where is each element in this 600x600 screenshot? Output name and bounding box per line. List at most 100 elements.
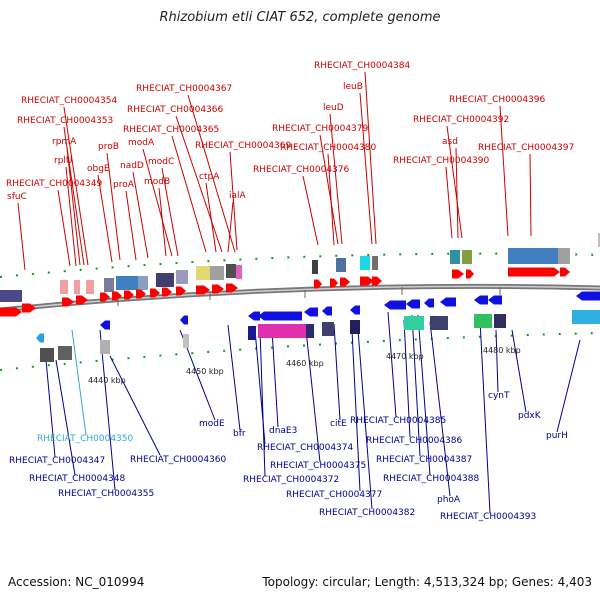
gene-arrow <box>0 307 22 317</box>
gene-label[interactable]: sfuC <box>7 192 27 202</box>
feature-box <box>372 256 378 270</box>
gene-arrow <box>150 288 160 298</box>
gene-label[interactable]: ctpA <box>199 172 220 182</box>
leader-line <box>125 190 137 261</box>
gene-label[interactable]: RHECIAT_CH0004367 <box>136 84 232 94</box>
gene-label[interactable]: RHECIAT_CH0004393 <box>440 512 536 522</box>
feature-box <box>430 316 448 330</box>
gene-label[interactable]: cynT <box>488 391 510 401</box>
gene-arrow <box>406 299 420 309</box>
gene-arrow <box>62 297 74 307</box>
gene-arrow <box>560 267 570 277</box>
gene-arrow <box>226 283 238 293</box>
gene-label[interactable]: modC <box>148 157 174 167</box>
leader-line <box>65 166 77 267</box>
gene-label[interactable]: phoA <box>437 495 461 505</box>
gene-label[interactable]: obgE <box>87 164 110 174</box>
leader-line <box>359 92 373 245</box>
gene-arrow <box>36 333 44 343</box>
leader-line <box>351 329 361 492</box>
gene-arrow <box>196 285 210 295</box>
feature-box <box>450 250 460 264</box>
leader-line <box>319 134 339 245</box>
gene-label[interactable]: asd <box>442 137 458 147</box>
gene-label[interactable]: RHECIAT_CH0004379 <box>272 124 369 134</box>
feature-box <box>258 324 306 338</box>
leader-line <box>479 319 491 514</box>
gene-label[interactable]: RHECIAT_CH0004382 <box>319 508 415 518</box>
gene-label[interactable]: RHECIAT_CH0004374 <box>257 443 354 453</box>
feature-box <box>196 266 210 280</box>
leader-line <box>229 151 238 251</box>
gene-label[interactable]: RHECIAT_CH0004387 <box>376 455 472 465</box>
gene-label[interactable]: RHECIAT_CH0004355 <box>58 489 154 499</box>
feature-box <box>116 276 138 290</box>
gene-label[interactable]: RHECIAT_CH0004392 <box>413 115 509 125</box>
feature-box <box>360 256 370 270</box>
gene-arrow <box>360 276 374 286</box>
gene-arrow <box>136 289 146 299</box>
gene-label[interactable]: proB <box>98 142 119 152</box>
gene-label[interactable]: RHECIAT_CH0004365 <box>123 125 219 135</box>
gene-arrow <box>340 277 350 287</box>
feature-box <box>248 326 256 340</box>
gene-label[interactable]: RHECIAT_CH0004347 <box>9 456 105 466</box>
gene-label[interactable]: RHECIAT_CH0004377 <box>286 490 382 500</box>
gene-label[interactable]: pdxK <box>518 411 542 421</box>
feature-box <box>226 264 236 278</box>
gene-label[interactable]: nadD <box>120 161 144 171</box>
gene-arrow <box>76 295 88 305</box>
gene-label[interactable]: RHECIAT_CH0004397 <box>478 143 574 153</box>
feature-box <box>0 290 22 302</box>
gene-label[interactable]: RHECIAT_CH0004360 <box>130 455 227 465</box>
gene-label[interactable]: RHECIAT_CH0004369 <box>195 141 292 151</box>
gene-label[interactable]: RHECIAT_CH0004386 <box>366 436 463 446</box>
gene-label[interactable]: RHECIAT_CH0004390 <box>393 156 490 166</box>
gene-label[interactable]: proA <box>113 180 135 190</box>
leader-line <box>227 324 241 431</box>
gene-arrow <box>124 290 134 300</box>
gene-label[interactable]: RHECIAT_CH0004388 <box>383 474 480 484</box>
gene-label[interactable]: RHECIAT_CH0004375 <box>270 461 366 471</box>
gene-label[interactable]: RHECIAT_CH0004372 <box>243 475 339 485</box>
gene-label[interactable]: ialA <box>229 191 247 201</box>
gene-label[interactable]: RHECIAT_CH0004366 <box>127 105 224 115</box>
leader-line <box>327 153 335 246</box>
gene-arrow <box>322 306 332 316</box>
leader-line <box>175 115 223 253</box>
gene-label[interactable]: modB <box>144 177 170 187</box>
gene-arrow <box>314 279 322 289</box>
gene-label[interactable]: purH <box>546 431 568 441</box>
gene-label[interactable]: RHECIAT_CH0004349 <box>6 179 103 189</box>
leader-line <box>106 152 121 261</box>
feature-box <box>74 280 80 294</box>
gene-label[interactable]: RHECIAT_CH0004348 <box>29 474 126 484</box>
gene-label[interactable]: RHECIAT_CH0004396 <box>449 95 546 105</box>
gene-label[interactable]: bfr <box>233 429 246 439</box>
gene-label[interactable]: RHECIAT_CH0004350 <box>37 434 134 444</box>
gene-label[interactable]: citE <box>330 419 347 429</box>
gene-label[interactable]: leuB <box>343 82 363 92</box>
leader-line <box>187 94 236 253</box>
leader-line <box>511 329 527 413</box>
feature-box <box>156 273 174 287</box>
gene-label[interactable]: RHECIAT_CH0004353 <box>17 116 113 126</box>
gene-arrow <box>162 287 172 297</box>
feature-box <box>494 314 506 328</box>
gene-label[interactable]: RHECIAT_CH0004384 <box>314 61 411 71</box>
gene-label[interactable]: RHECIAT_CH0004380 <box>280 143 377 153</box>
gene-label[interactable]: rplU <box>54 156 73 166</box>
gene-label[interactable]: modA <box>128 138 155 148</box>
gene-label[interactable]: RHECIAT_CH0004376 <box>253 165 350 175</box>
gene-label[interactable]: leuD <box>323 103 344 113</box>
gene-label[interactable]: modE <box>199 419 225 429</box>
tick-label: 4440 kbp <box>88 376 126 385</box>
gene-label[interactable]: dnaE3 <box>269 426 297 436</box>
leader-line <box>71 329 87 436</box>
gene-label[interactable]: RHECIAT_CH0004385 <box>350 416 446 426</box>
leader-line <box>158 187 167 257</box>
gene-label[interactable]: rpmA <box>52 137 77 147</box>
gene-arrow <box>112 291 122 301</box>
gene-label[interactable]: RHECIAT_CH0004354 <box>21 96 118 106</box>
gene-arrow <box>304 307 318 317</box>
